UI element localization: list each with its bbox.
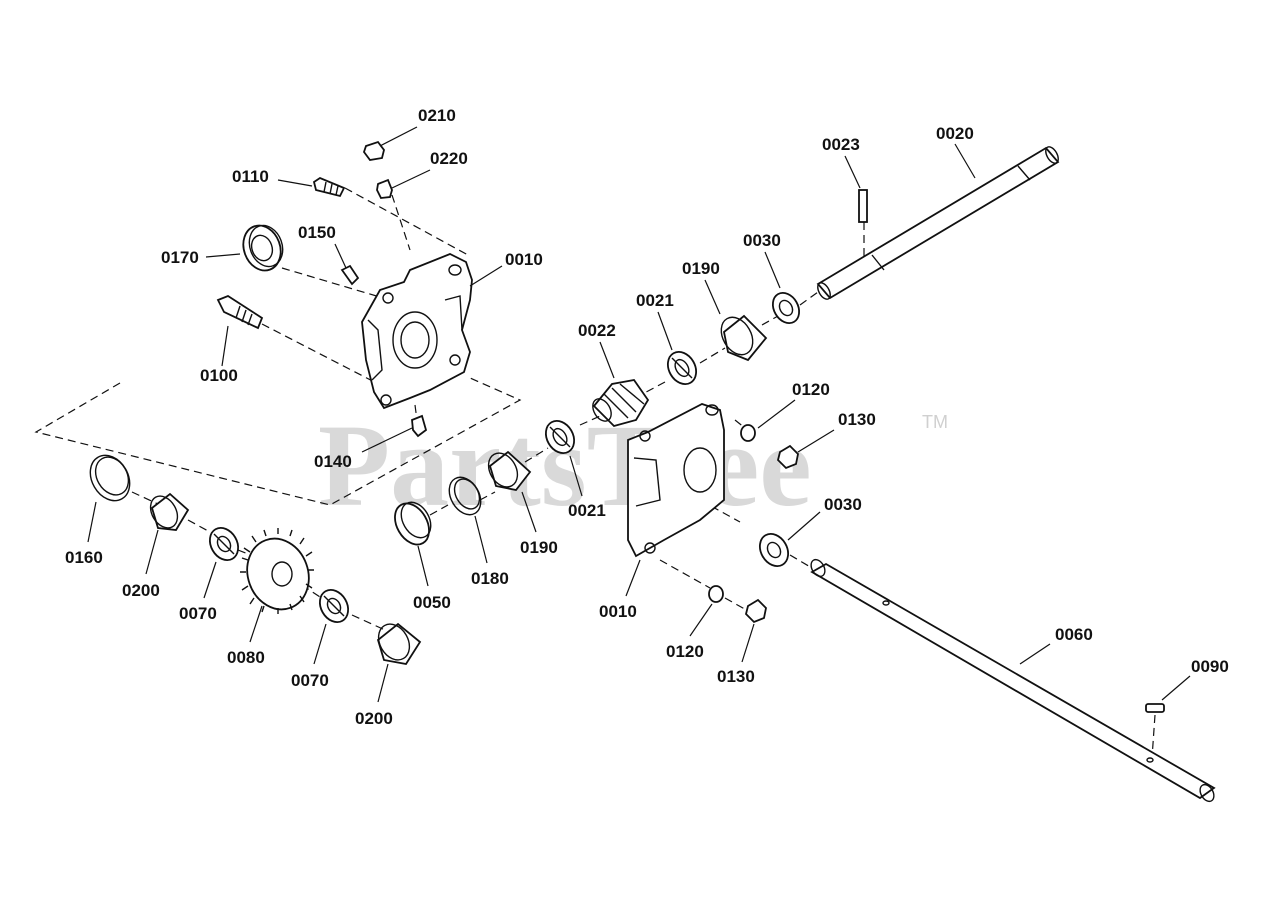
label-0180: 0180 [471,569,509,588]
watermark-trademark: TM [922,412,948,432]
label-0090: 0090 [1191,657,1229,676]
label-0130-upper: 0130 [838,410,876,429]
label-0070-lower: 0070 [291,671,329,690]
part-0120-washer-top [740,424,756,442]
part-0010-housing-lower [627,403,725,558]
part-0022-worm-gear [592,379,650,428]
part-0120-washer-bottom [708,585,724,603]
dash-0190-0021 [524,447,549,463]
dash-0180-0190 [479,491,496,501]
part-0170-seal [242,224,284,272]
label-0023: 0023 [822,135,860,154]
label-0170: 0170 [161,248,199,267]
dash-0021-0190 [699,347,726,364]
part-0190-cup-lower [487,450,532,491]
dash-0030-0020 [799,291,819,306]
label-0140: 0140 [314,452,352,471]
part-0010-housing-upper [361,253,473,410]
label-0190-lower: 0190 [520,538,558,557]
label-0120-lower: 0120 [666,642,704,661]
label-0021-lower: 0021 [568,501,606,520]
part-labels: 0210 0220 0110 0150 0170 0010 0100 0140 … [65,106,1229,728]
label-0020: 0020 [936,124,974,143]
dash-0190-0030 [761,315,779,326]
part-0130-nut-top [777,444,799,470]
part-0180-snap-ring [448,476,482,516]
part-0110-bolt [312,176,346,198]
label-0110: 0110 [232,167,269,186]
part-0160-retaining-ring [89,454,131,502]
part-0023-pin [858,189,868,223]
label-0022: 0022 [578,321,616,340]
label-0100: 0100 [200,366,238,385]
part-0190-cup-upper [720,314,768,362]
label-0130-lower: 0130 [717,667,755,686]
part-0020-shaft [816,146,1060,300]
label-0030-lower: 0030 [824,495,862,514]
part-0070-bearing-lower [318,589,350,623]
label-0021-upper: 0021 [636,291,674,310]
label-0150: 0150 [298,223,336,242]
part-0080-spur-gear [240,528,314,614]
label-0160: 0160 [65,548,103,567]
part-0050-cap [394,501,432,546]
part-0070-bearing-upper [208,527,240,561]
dash-0100 [261,323,391,391]
dash-0130-bottom [724,597,751,613]
label-0050: 0050 [413,593,451,612]
part-0030-seal-lower [758,533,790,567]
dash-0090 [1151,714,1156,759]
part-0140-plug [411,414,428,438]
assembly-lines [34,187,1156,759]
part-0021-bearing-lower [544,420,576,454]
label-0120-upper: 0120 [792,380,830,399]
part-0100-bolt [216,294,264,330]
label-0080: 0080 [227,648,265,667]
label-0030-upper: 0030 [743,231,781,250]
label-0200-lower: 0200 [355,709,393,728]
dash-0120-bottom [659,559,711,589]
part-0200-bushing-lower [376,622,422,665]
label-0060: 0060 [1055,625,1093,644]
dash-0070-0200 [351,614,386,631]
label-0190-upper: 0190 [682,259,720,278]
dash-0160-0200 [131,491,161,506]
parts [89,140,1216,803]
dash-0050-0180 [429,504,449,516]
part-0210-set-screw [362,140,385,161]
part-0090-key [1145,703,1165,713]
label-0070-upper: 0070 [179,604,217,623]
dash-0200-0070 [187,519,211,533]
label-0220: 0220 [430,149,468,168]
dash-0170 [281,267,391,301]
part-0150-screw [340,264,360,286]
dash-0220 [391,194,411,251]
label-0210: 0210 [418,106,456,125]
watermark-text: PartsTree [318,400,812,531]
part-0200-bushing-upper [149,492,190,531]
dash-0030-0060 [789,554,813,569]
label-0200-upper: 0200 [122,581,160,600]
label-0010-upper: 0010 [505,250,543,269]
part-0060-shaft [810,558,1216,803]
part-0220-set-screw [376,178,393,199]
part-0021-bearing-upper [666,351,698,385]
part-0130-nut-bottom [745,598,767,624]
dash-0110 [344,187,469,256]
leader-lines [87,126,1191,703]
label-0010-lower: 0010 [599,602,637,621]
part-0030-seal-upper [771,292,801,324]
